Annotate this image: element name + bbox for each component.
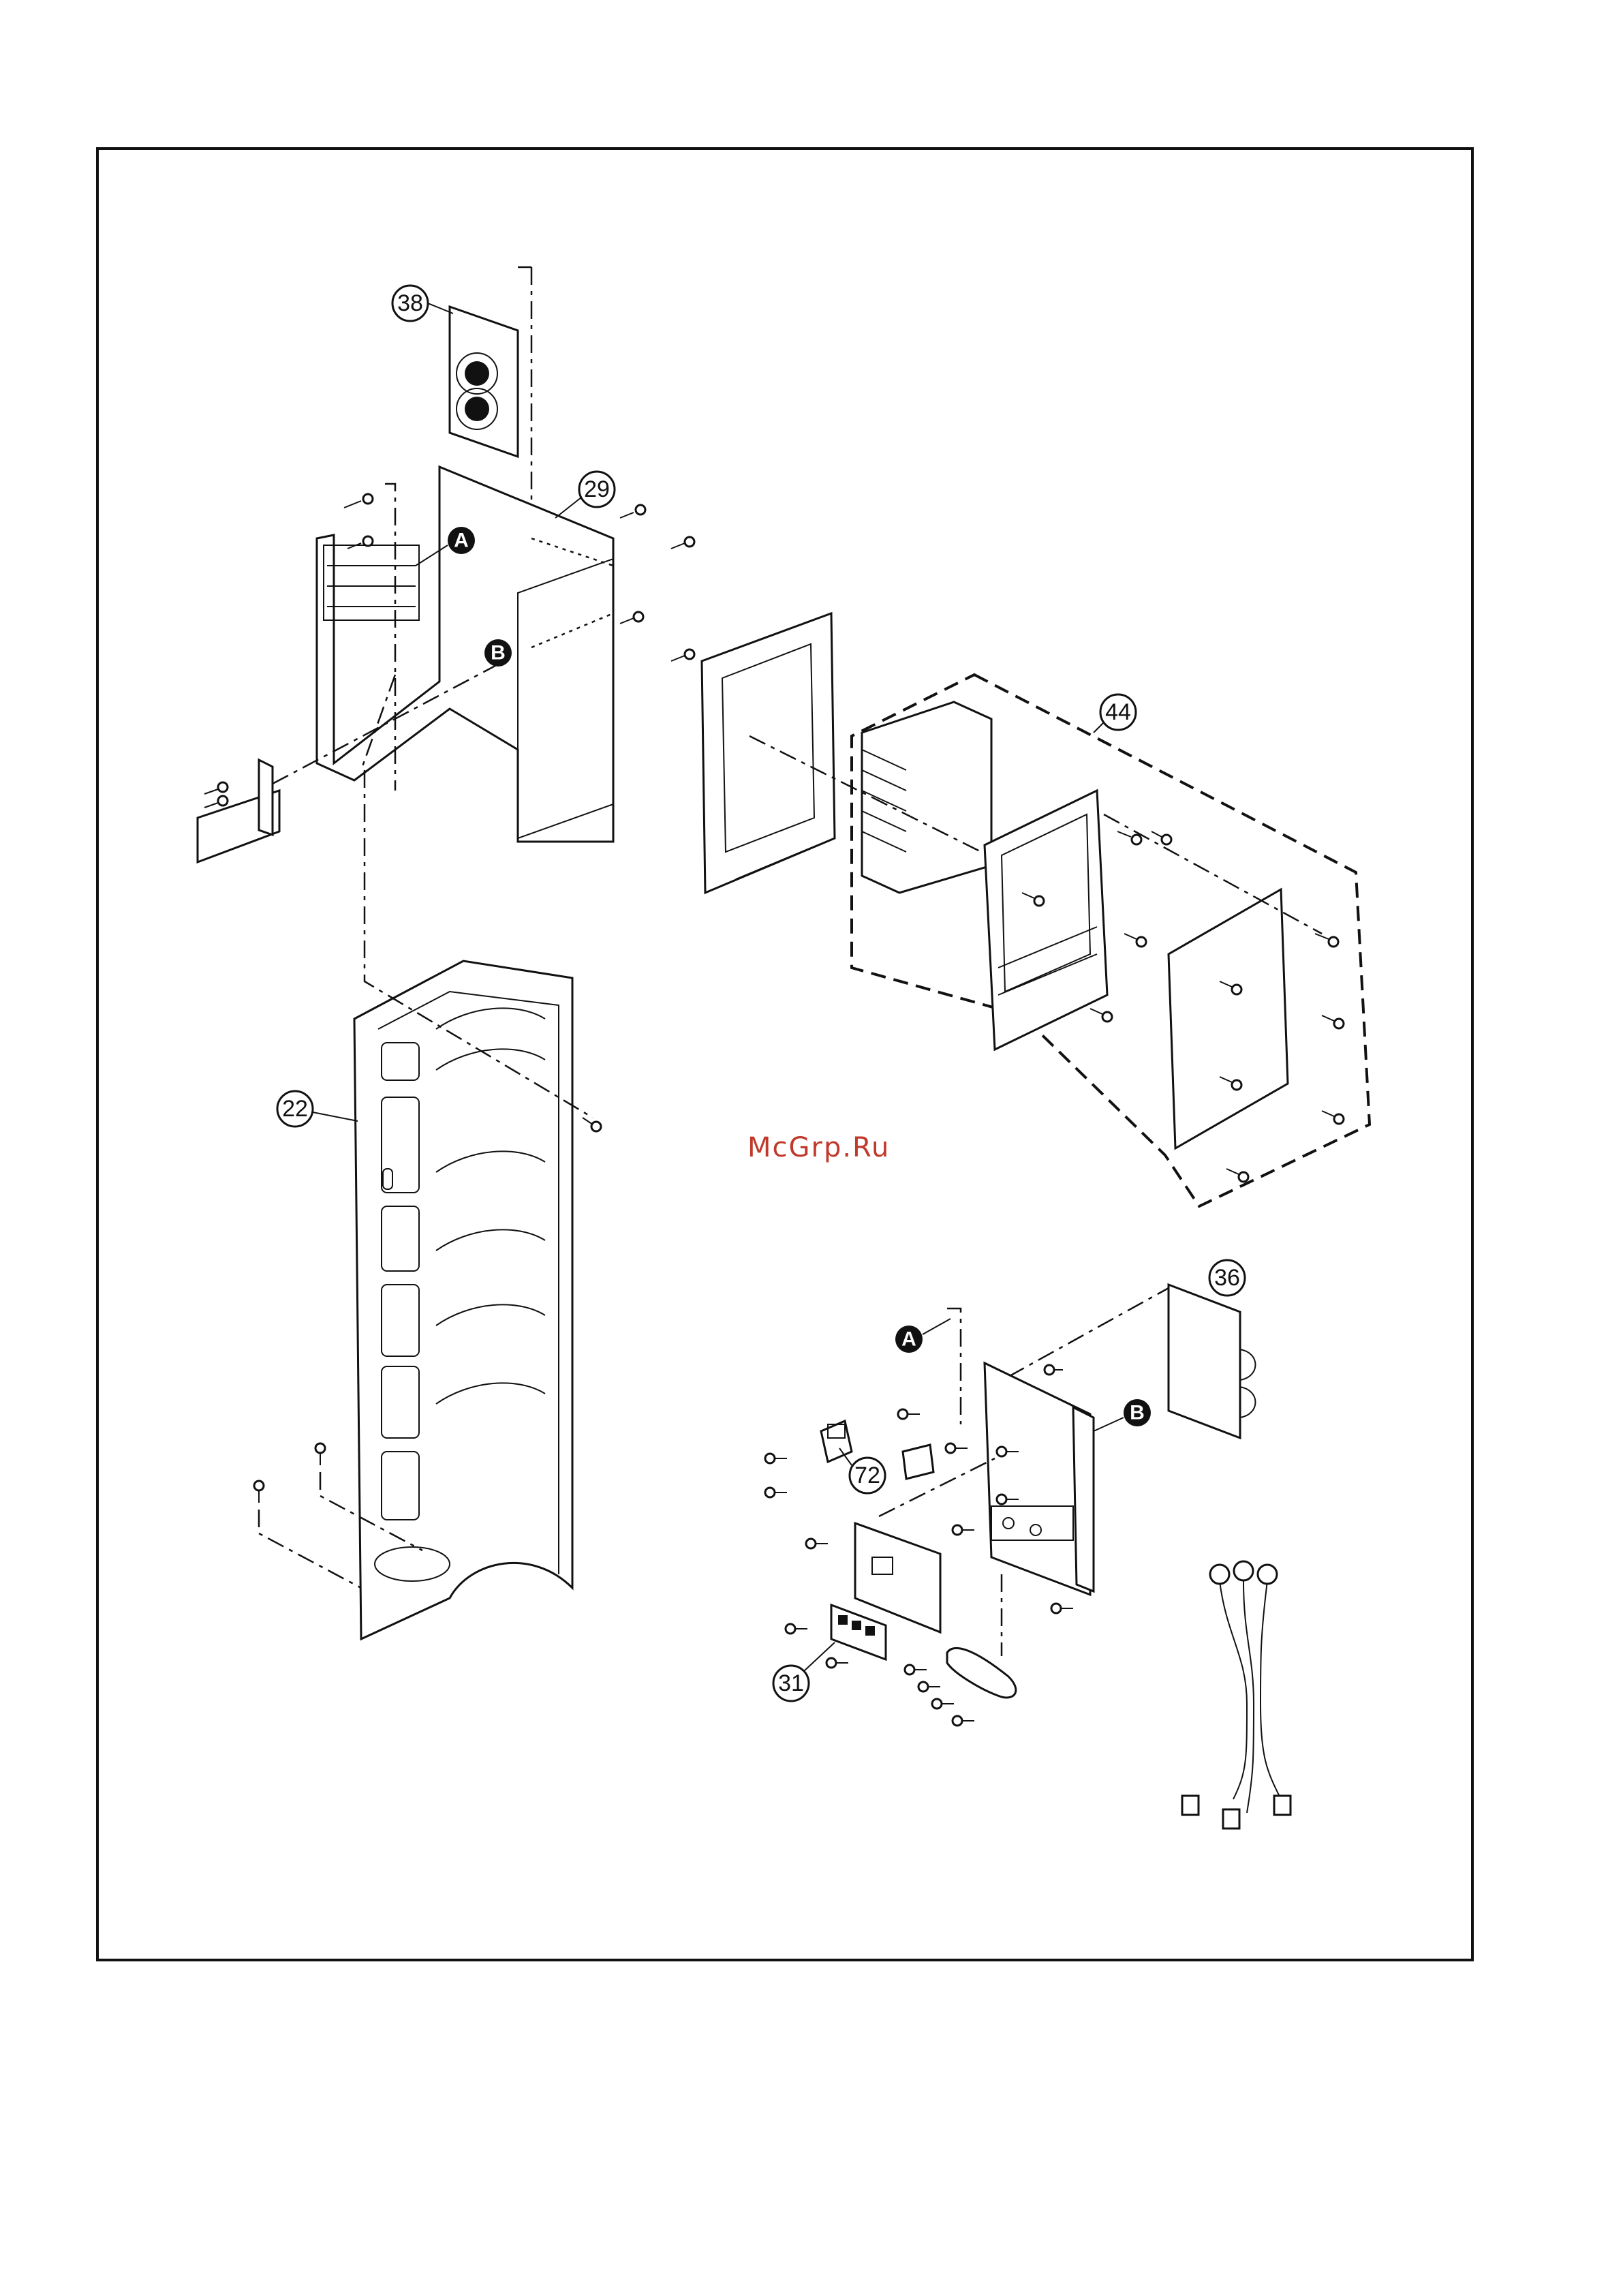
part-36-cover <box>1169 1285 1256 1438</box>
part-44-group <box>852 675 1370 1206</box>
marker-a-top-label: A <box>454 530 469 552</box>
frame-panel <box>702 613 835 893</box>
callout-31-label: 31 <box>778 1670 804 1696</box>
marker-b-bottom: B <box>1094 1399 1151 1431</box>
marker-b-top-label: B <box>491 642 506 664</box>
callout-36-label: 36 <box>1214 1265 1240 1291</box>
part-38-fan-plate <box>450 307 518 457</box>
part-31-terminal-block <box>831 1605 886 1659</box>
callout-22: 22 <box>277 1091 358 1127</box>
part-72-relay <box>821 1421 852 1462</box>
wire-harness <box>1182 1561 1290 1828</box>
callout-44: 44 <box>1094 694 1136 733</box>
callout-31: 31 <box>773 1642 835 1701</box>
callout-29-label: 29 <box>584 476 610 502</box>
marker-a-bottom-label: A <box>901 1328 916 1351</box>
callout-36: 36 <box>1209 1260 1245 1296</box>
part-29-panel <box>317 467 613 842</box>
gasket <box>947 1648 1016 1698</box>
callout-22-label: 22 <box>282 1096 308 1122</box>
screw-icon <box>204 782 228 808</box>
marker-a-bottom: A <box>895 1319 950 1353</box>
part-22-side-panel <box>354 961 572 1639</box>
callout-38-label: 38 <box>397 290 423 316</box>
marker-b-bottom-label: B <box>1130 1402 1145 1424</box>
callout-38: 38 <box>392 286 453 321</box>
small-bracket <box>198 760 279 862</box>
callout-44-label: 44 <box>1105 699 1131 725</box>
watermark-text: McGrp.Ru <box>747 1132 890 1163</box>
callout-29: 29 <box>555 472 615 518</box>
marker-b-top: B <box>484 639 512 667</box>
electrical-box <box>985 1363 1094 1595</box>
connector <box>903 1445 933 1479</box>
circuit-board <box>855 1523 940 1632</box>
callout-72-label: 72 <box>854 1463 880 1488</box>
